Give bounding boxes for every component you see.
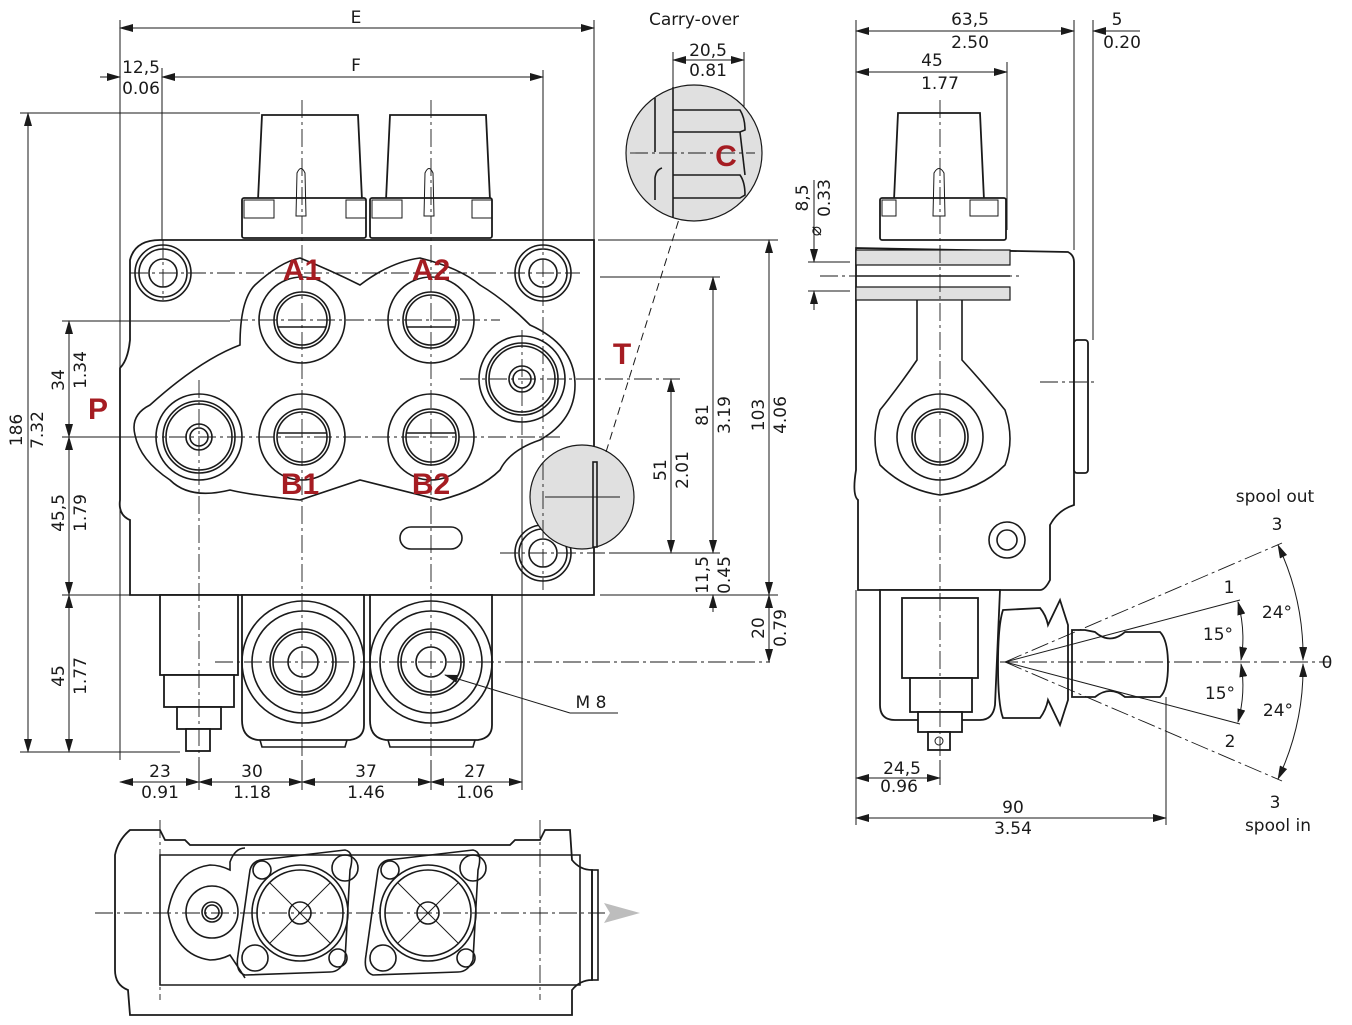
carry-over-width-mm: 20,5 <box>689 41 727 61</box>
spool-out-label: spool out <box>1236 487 1315 507</box>
bottom-dim-2-mm: 30 <box>241 762 263 782</box>
side-ext-in: 0.20 <box>1103 33 1141 53</box>
bore-in: 0.33 <box>815 179 835 217</box>
bottom-dim-3-mm: 37 <box>355 762 377 782</box>
spool-end-1 <box>241 594 365 748</box>
dim-p-upper-mm: 34 <box>49 369 69 391</box>
bottom-dim-1-mm: 23 <box>149 762 171 782</box>
position-1: 1 <box>1224 578 1235 598</box>
port-label-b1: B1 <box>281 468 319 501</box>
spool-offset-in: 0.96 <box>880 777 918 797</box>
angle-24-top: 24° <box>1262 603 1292 623</box>
lever-angle-diagram: spool out 3 1 0 2 3 spool in 15° 15° 24°… <box>1004 487 1333 836</box>
port-label-a1: A1 <box>283 254 321 287</box>
bore-symbol: ⌀ <box>806 226 826 236</box>
side-ext-mm: 5 <box>1112 10 1123 30</box>
dim-11-in: 0.45 <box>715 556 735 594</box>
top-view <box>95 820 640 1016</box>
bottom-dim-4-in: 1.06 <box>456 783 494 803</box>
side-inner-in: 1.77 <box>921 74 959 94</box>
dim-81-in: 3.19 <box>715 396 735 434</box>
port-label-c: C <box>715 140 737 173</box>
dim-20-in: 0.79 <box>771 609 791 647</box>
dim-51-in: 2.01 <box>673 451 693 489</box>
dim-51-mm: 51 <box>651 459 671 481</box>
bore-mm: 8,5 <box>793 184 813 211</box>
dim-offset-mm: 12,5 <box>122 58 160 78</box>
position-3-top: 3 <box>1272 515 1283 535</box>
side-inner-mm: 45 <box>921 51 943 71</box>
angle-15-bottom: 15° <box>1205 684 1235 704</box>
carry-over-title: Carry-over <box>649 10 739 30</box>
dim-f: F <box>351 56 361 76</box>
angle-24-bottom: 24° <box>1263 701 1293 721</box>
dim-bottom-mm: 45 <box>49 665 69 687</box>
bottom-dim-4-mm: 27 <box>464 762 486 782</box>
port-labels: A1 A2 B1 B2 P T <box>88 254 631 501</box>
top-spool-1 <box>236 849 359 976</box>
dim-103-in: 4.06 <box>771 396 791 434</box>
carry-over-detail: Carry-over 20,5 0.81 C <box>625 10 763 222</box>
port-label-a2: A2 <box>412 254 450 287</box>
front-view <box>118 100 770 760</box>
port-label-t: T <box>613 338 631 371</box>
bottom-dim-1-in: 0.91 <box>141 783 179 803</box>
dim-height-mm: 186 <box>7 414 27 446</box>
port-label-p: P <box>88 393 108 426</box>
dim-p-lower-in: 1.79 <box>71 494 91 532</box>
side-length-in: 3.54 <box>994 819 1032 839</box>
dim-p-upper-in: 1.34 <box>71 351 91 389</box>
spool-cap-2 <box>369 114 493 239</box>
position-3-bottom: 3 <box>1270 793 1281 813</box>
angle-15-top: 15° <box>1203 625 1233 645</box>
dim-81-mm: 81 <box>693 404 713 426</box>
dim-offset-in: 0.06 <box>122 79 160 99</box>
dim-11-mm: 11,5 <box>693 556 713 594</box>
dim-20-mm: 20 <box>749 617 769 639</box>
spool-cap-1 <box>241 114 367 239</box>
side-width-mm: 63,5 <box>951 10 989 30</box>
dim-e: E <box>351 8 362 28</box>
side-width-in: 2.50 <box>951 33 989 53</box>
port-label-b2: B2 <box>412 468 450 501</box>
side-dimensions: 63,5 2.50 45 1.77 5 0.20 ⌀ 8,5 0.33 24,5… <box>793 10 1167 839</box>
carry-over-width-in: 0.81 <box>689 61 727 81</box>
thread-label: M 8 <box>576 693 607 713</box>
spool-offset-mm: 24,5 <box>883 759 921 779</box>
spool-in-label: spool in <box>1245 816 1311 836</box>
flow-direction-arrow-icon <box>604 903 640 923</box>
side-view <box>820 100 1330 760</box>
dim-bottom-in: 1.77 <box>71 657 91 695</box>
position-0: 0 <box>1322 653 1333 673</box>
dim-103-mm: 103 <box>749 399 769 431</box>
valve-housing <box>118 239 595 596</box>
side-length-mm: 90 <box>1002 798 1024 818</box>
front-dimensions: E F 12,5 0.06 186 7.32 34 1.34 45,5 1.79… <box>7 8 791 803</box>
bottom-dim-3-in: 1.46 <box>347 783 385 803</box>
bottom-dim-2-in: 1.18 <box>233 783 271 803</box>
dim-height-in: 7.32 <box>28 411 48 449</box>
position-2: 2 <box>1225 732 1236 752</box>
dim-p-lower-mm: 45,5 <box>49 494 69 532</box>
